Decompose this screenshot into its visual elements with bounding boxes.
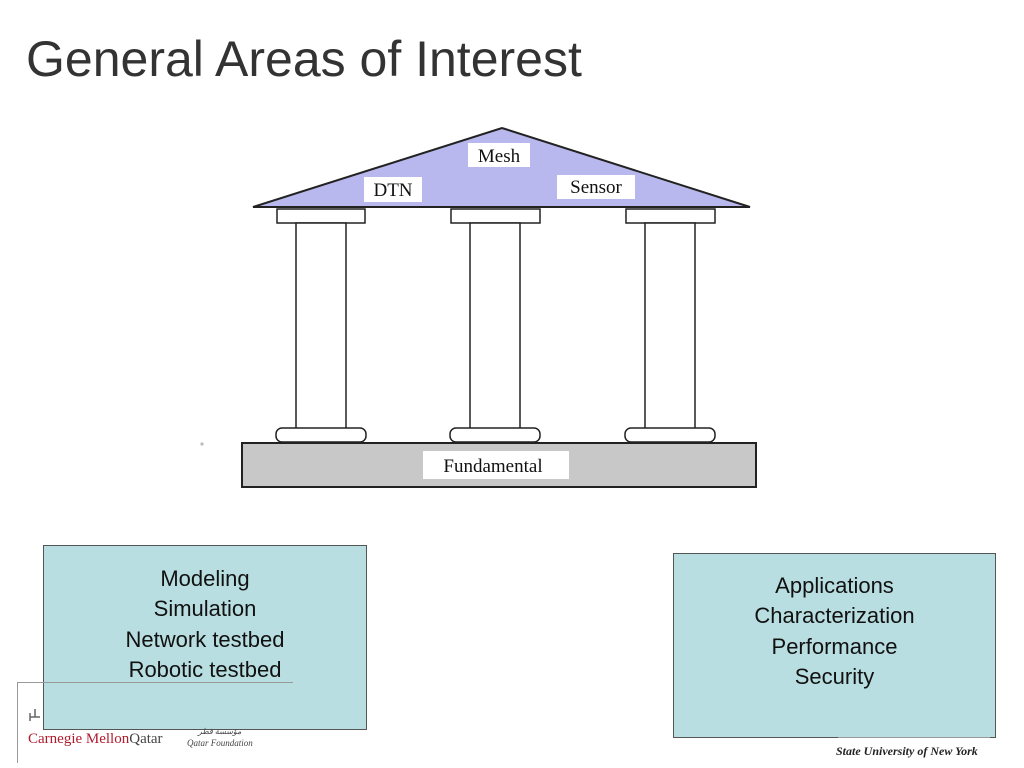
footer-left-frame <box>17 682 293 763</box>
focus-line-3: Performance <box>771 633 898 659</box>
methods-line-4: Robotic testbed <box>128 657 282 682</box>
qatar-foundation-logo: Qatar Foundation <box>187 738 253 748</box>
column-capital-right <box>625 208 716 224</box>
roof-label-left: DTN <box>373 180 412 201</box>
focus-line-4: Security <box>794 664 875 689</box>
roof-label-top-bg <box>468 143 530 167</box>
roof-label-top: Mesh <box>478 146 521 167</box>
focus-line-1: Applications <box>775 572 894 598</box>
column-base-center <box>449 427 541 443</box>
cmu-logo-main: Carnegie Mellon <box>28 731 130 747</box>
methods-line-1: Modeling <box>160 565 250 591</box>
column-shaft-right <box>644 222 696 430</box>
focus-line-2: Characterization <box>754 603 915 628</box>
diagram-dot <box>200 442 204 446</box>
methods-line-2: Simulation <box>153 596 257 621</box>
cmu-qatar-logo: Carnegie MellonQatar <box>28 731 163 748</box>
roof-label-right: Sensor <box>570 177 622 198</box>
methods-box: Modeling Simulation Network testbed Robo… <box>43 545 367 730</box>
roof-label-left-bg <box>364 177 422 202</box>
suny-logo: State University of New York <box>836 744 978 758</box>
methods-line-3: Network testbed <box>125 626 285 652</box>
qatar-foundation-arabic: مؤسسة قطر <box>198 727 242 736</box>
foundation-label-bg <box>423 451 569 479</box>
roof-label-right-bg <box>557 175 635 199</box>
column-shaft-center <box>469 222 521 430</box>
column-shaft-left <box>295 222 347 430</box>
slide-title: General Areas of Interest <box>26 31 582 87</box>
temple-roof <box>252 126 751 208</box>
footer-right-divider <box>838 737 990 738</box>
column-capital-center <box>450 208 541 224</box>
cmu-mark-icon <box>29 709 40 721</box>
foundation-label: Fundamental <box>443 456 542 477</box>
column-base-left <box>275 427 367 443</box>
focus-areas-box: Applications Characterization Performanc… <box>673 553 996 738</box>
cmu-logo-suffix: Qatar <box>129 731 163 747</box>
column-capital-left <box>276 208 366 224</box>
column-base-right <box>624 427 716 443</box>
